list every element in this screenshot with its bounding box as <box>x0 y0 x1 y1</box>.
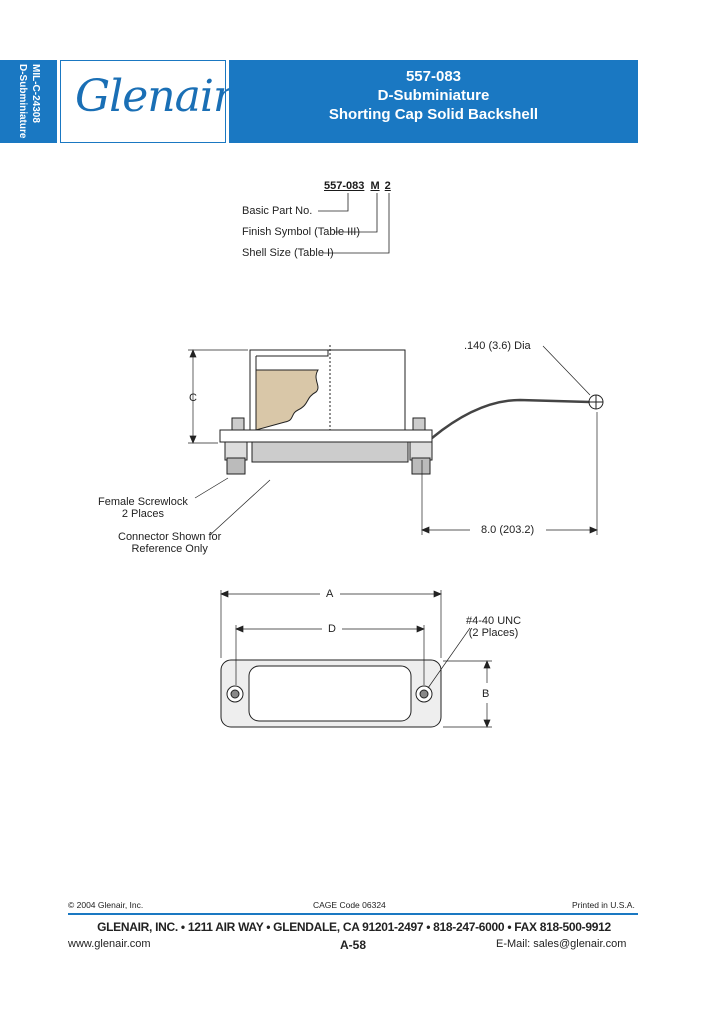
footer-address: GLENAIR, INC. • 1211 AIR WAY • GLENDALE,… <box>97 920 611 934</box>
page-number: A-58 <box>340 938 367 952</box>
footer-website[interactable]: www.glenair.com <box>68 938 151 950</box>
connector-note: Connector Shown for Reference Only <box>118 531 222 555</box>
top-view-dimensions <box>220 590 492 728</box>
page-title-line3: Shorting Cap Solid Backshell <box>328 106 539 123</box>
screwlock-label: Female Screwlock 2 Places <box>98 496 188 520</box>
footer-email[interactable]: E-Mail: sales@glenair.com <box>496 938 627 950</box>
hole-dia-label: .140 (3.6) Dia <box>464 340 531 352</box>
dim-b-label: B <box>482 688 490 700</box>
thread-callout: #4-40 UNC (2 Places) <box>466 615 522 639</box>
dim-c-label: C <box>189 392 197 404</box>
footer-rule <box>68 913 638 915</box>
length-label: 8.0 (203.2) <box>481 524 535 536</box>
part-code-leaders <box>318 193 390 254</box>
label-shell-size: Shell Size (Table I) <box>242 247 334 259</box>
page-title-line2: D-Subminiature <box>377 87 490 104</box>
page-part-number: 557-083 <box>405 68 462 85</box>
side-view <box>219 345 604 475</box>
side-view-dimensions <box>188 345 598 536</box>
label-basic-part: Basic Part No. <box>242 205 313 217</box>
top-view <box>220 659 442 728</box>
dim-a-label: A <box>326 588 334 600</box>
dim-d-label: D <box>328 623 336 635</box>
label-finish-symbol: Finish Symbol (Table III) <box>242 226 360 238</box>
printed-in: Printed in U.S.A. <box>572 900 635 910</box>
sidebar-line1: MIL-C-24308 <box>30 64 41 123</box>
cage-code: CAGE Code 06324 <box>313 900 386 910</box>
title-band: 557-083 D-Subminiature Shorting Cap Soli… <box>229 60 638 143</box>
sidebar-line2: D-Subminiature <box>17 64 28 139</box>
sidebar-band <box>0 60 57 143</box>
copyright: © 2004 Glenair, Inc. <box>68 900 144 910</box>
part-code: 557-083 M 2 <box>324 180 391 192</box>
sidebar-text: MIL-C-24308 D-Subminiature <box>0 60 57 143</box>
